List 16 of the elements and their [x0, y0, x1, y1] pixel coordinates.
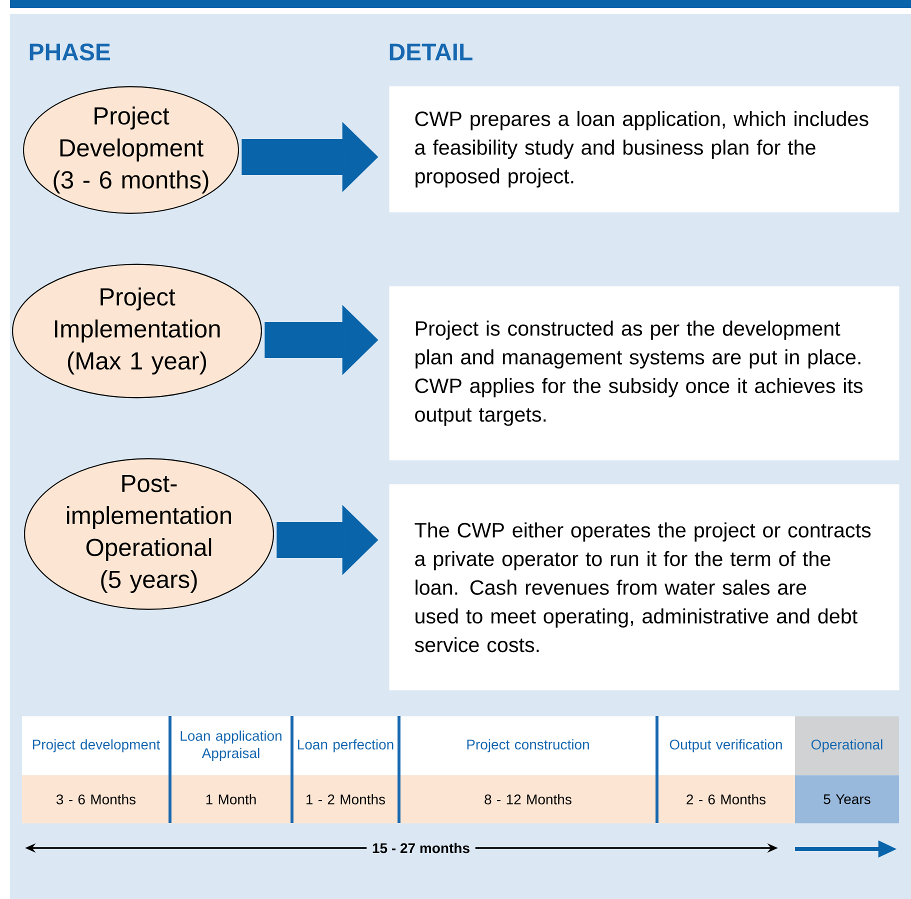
detail-box: The CWP either operates the project or contracts a private operator to run it for the term of the loan. Cash revenues from water sales are used to meet operating, administrative and debt service costs.	[389, 484, 900, 690]
table-cell: Operational	[795, 716, 899, 776]
column-heading: DETAIL	[390, 44, 472, 60]
span-label: 15 - 27 months	[366, 840, 476, 856]
column-heading: PHASE	[30, 44, 110, 60]
detail-box: CWP prepares a loan application, which includes a feasibility study and business plan for the proposed project.	[389, 86, 900, 212]
table-cell: Loan perfection	[292, 716, 399, 776]
table-cell: 3 - 6 Months	[22, 775, 170, 824]
table-cell: 1 - 2 Months	[292, 775, 399, 824]
table-cell: Output verification	[657, 716, 795, 776]
table-cell: Project development	[22, 716, 170, 776]
table-cell: Loan application Appraisal	[170, 716, 292, 776]
table-cell: 5 Years	[795, 775, 899, 824]
table-cell: 1 Month	[170, 775, 292, 824]
table-cell: 2 - 6 Months	[657, 775, 795, 824]
detail-box: Project is constructed as per the development plan and management systems are put in place. CWP applies for the subsidy once it achieves its output targets.	[389, 286, 900, 460]
